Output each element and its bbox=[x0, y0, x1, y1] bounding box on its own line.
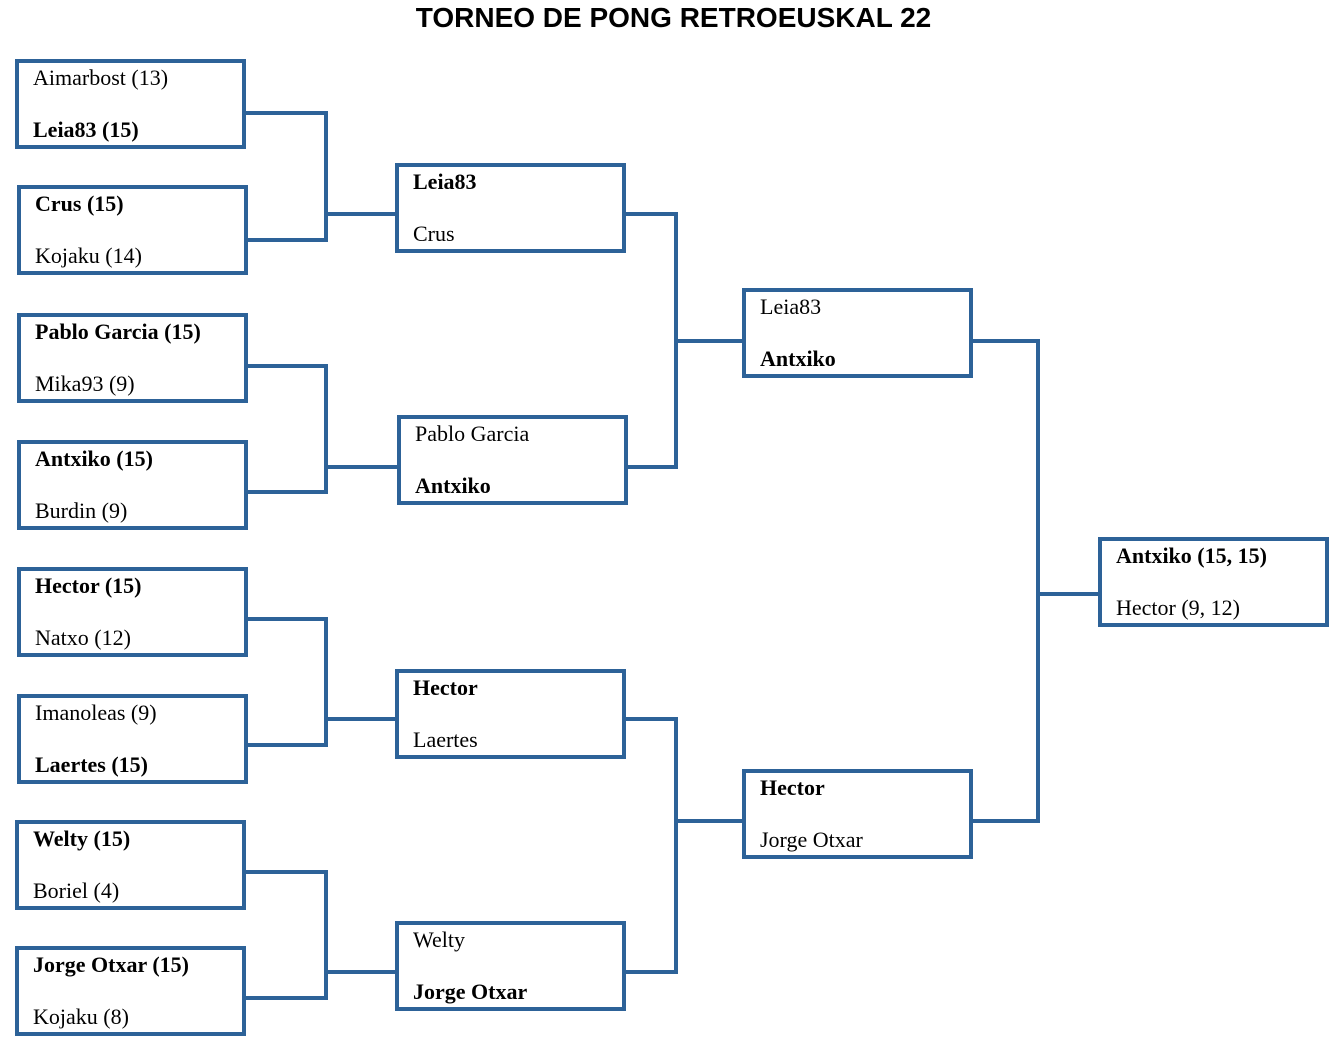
match-box-round1-8: Jorge Otxar (15) Kojaku (8) bbox=[15, 946, 246, 1036]
match-player-top: Crus (15) bbox=[35, 191, 124, 216]
match-box-round1-3: Pablo Garcia (15) Mika93 (9) bbox=[17, 313, 248, 403]
match-player-top: Pablo Garcia bbox=[415, 421, 530, 446]
match-player-top: Hector bbox=[413, 675, 478, 700]
match-player-top: Welty (15) bbox=[33, 826, 131, 851]
match-player-bottom: Mika93 (9) bbox=[35, 371, 135, 396]
match-box-final: Antxiko (15, 15) Hector (9, 12) bbox=[1098, 537, 1329, 627]
match-box-round3-1: Leia83 Antxiko bbox=[742, 288, 973, 378]
match-box-round1-6: Imanoleas (9) Laertes (15) bbox=[17, 694, 248, 784]
match-player-bottom: Leia83 (15) bbox=[33, 117, 139, 142]
match-box-round2-3: Hector Laertes bbox=[395, 669, 626, 759]
match-box-round1-4: Antxiko (15) Burdin (9) bbox=[17, 440, 248, 530]
match-box-round1-1: Aimarbost (13) Leia83 (15) bbox=[15, 59, 246, 149]
match-box-round2-2: Pablo Garcia Antxiko bbox=[397, 415, 628, 505]
match-player-bottom: Jorge Otxar bbox=[760, 827, 863, 852]
match-player-bottom: Kojaku (14) bbox=[35, 243, 142, 268]
match-player-bottom: Antxiko bbox=[760, 346, 836, 371]
match-player-top: Antxiko (15, 15) bbox=[1116, 543, 1267, 568]
page-title: TORNEO DE PONG RETROEUSKAL 22 bbox=[415, 2, 932, 33]
match-player-top: Jorge Otxar (15) bbox=[33, 952, 189, 977]
match-player-top: Antxiko (15) bbox=[35, 446, 153, 471]
match-player-top: Hector (15) bbox=[35, 573, 142, 598]
match-player-top: Leia83 bbox=[413, 169, 477, 194]
match-player-bottom: Natxo (12) bbox=[35, 625, 131, 650]
match-player-bottom: Kojaku (8) bbox=[33, 1004, 129, 1029]
match-player-top: Imanoleas (9) bbox=[35, 700, 157, 725]
match-player-bottom: Hector (9, 12) bbox=[1116, 595, 1241, 620]
match-box-round2-4: Welty Jorge Otxar bbox=[395, 921, 626, 1011]
match-player-top: Aimarbost (13) bbox=[33, 65, 169, 90]
match-player-top: Pablo Garcia (15) bbox=[35, 319, 201, 344]
match-box-round1-7: Welty (15) Boriel (4) bbox=[15, 820, 246, 910]
match-player-bottom: Laertes bbox=[413, 727, 478, 752]
match-player-bottom: Jorge Otxar bbox=[413, 979, 528, 1004]
match-box-round3-2: Hector Jorge Otxar bbox=[742, 769, 973, 859]
match-player-bottom: Burdin (9) bbox=[35, 498, 128, 523]
match-player-top: Hector bbox=[760, 775, 825, 800]
match-player-bottom: Crus bbox=[413, 221, 455, 246]
match-box-round1-2: Crus (15) Kojaku (14) bbox=[17, 185, 248, 275]
match-player-bottom: Laertes (15) bbox=[35, 752, 149, 777]
match-player-bottom: Boriel (4) bbox=[33, 878, 120, 903]
match-box-round1-5: Hector (15) Natxo (12) bbox=[17, 567, 248, 657]
match-box-round2-1: Leia83 Crus bbox=[395, 163, 626, 253]
match-player-bottom: Antxiko bbox=[415, 473, 491, 498]
match-player-top: Leia83 bbox=[760, 294, 822, 319]
match-player-top: Welty bbox=[413, 927, 465, 952]
